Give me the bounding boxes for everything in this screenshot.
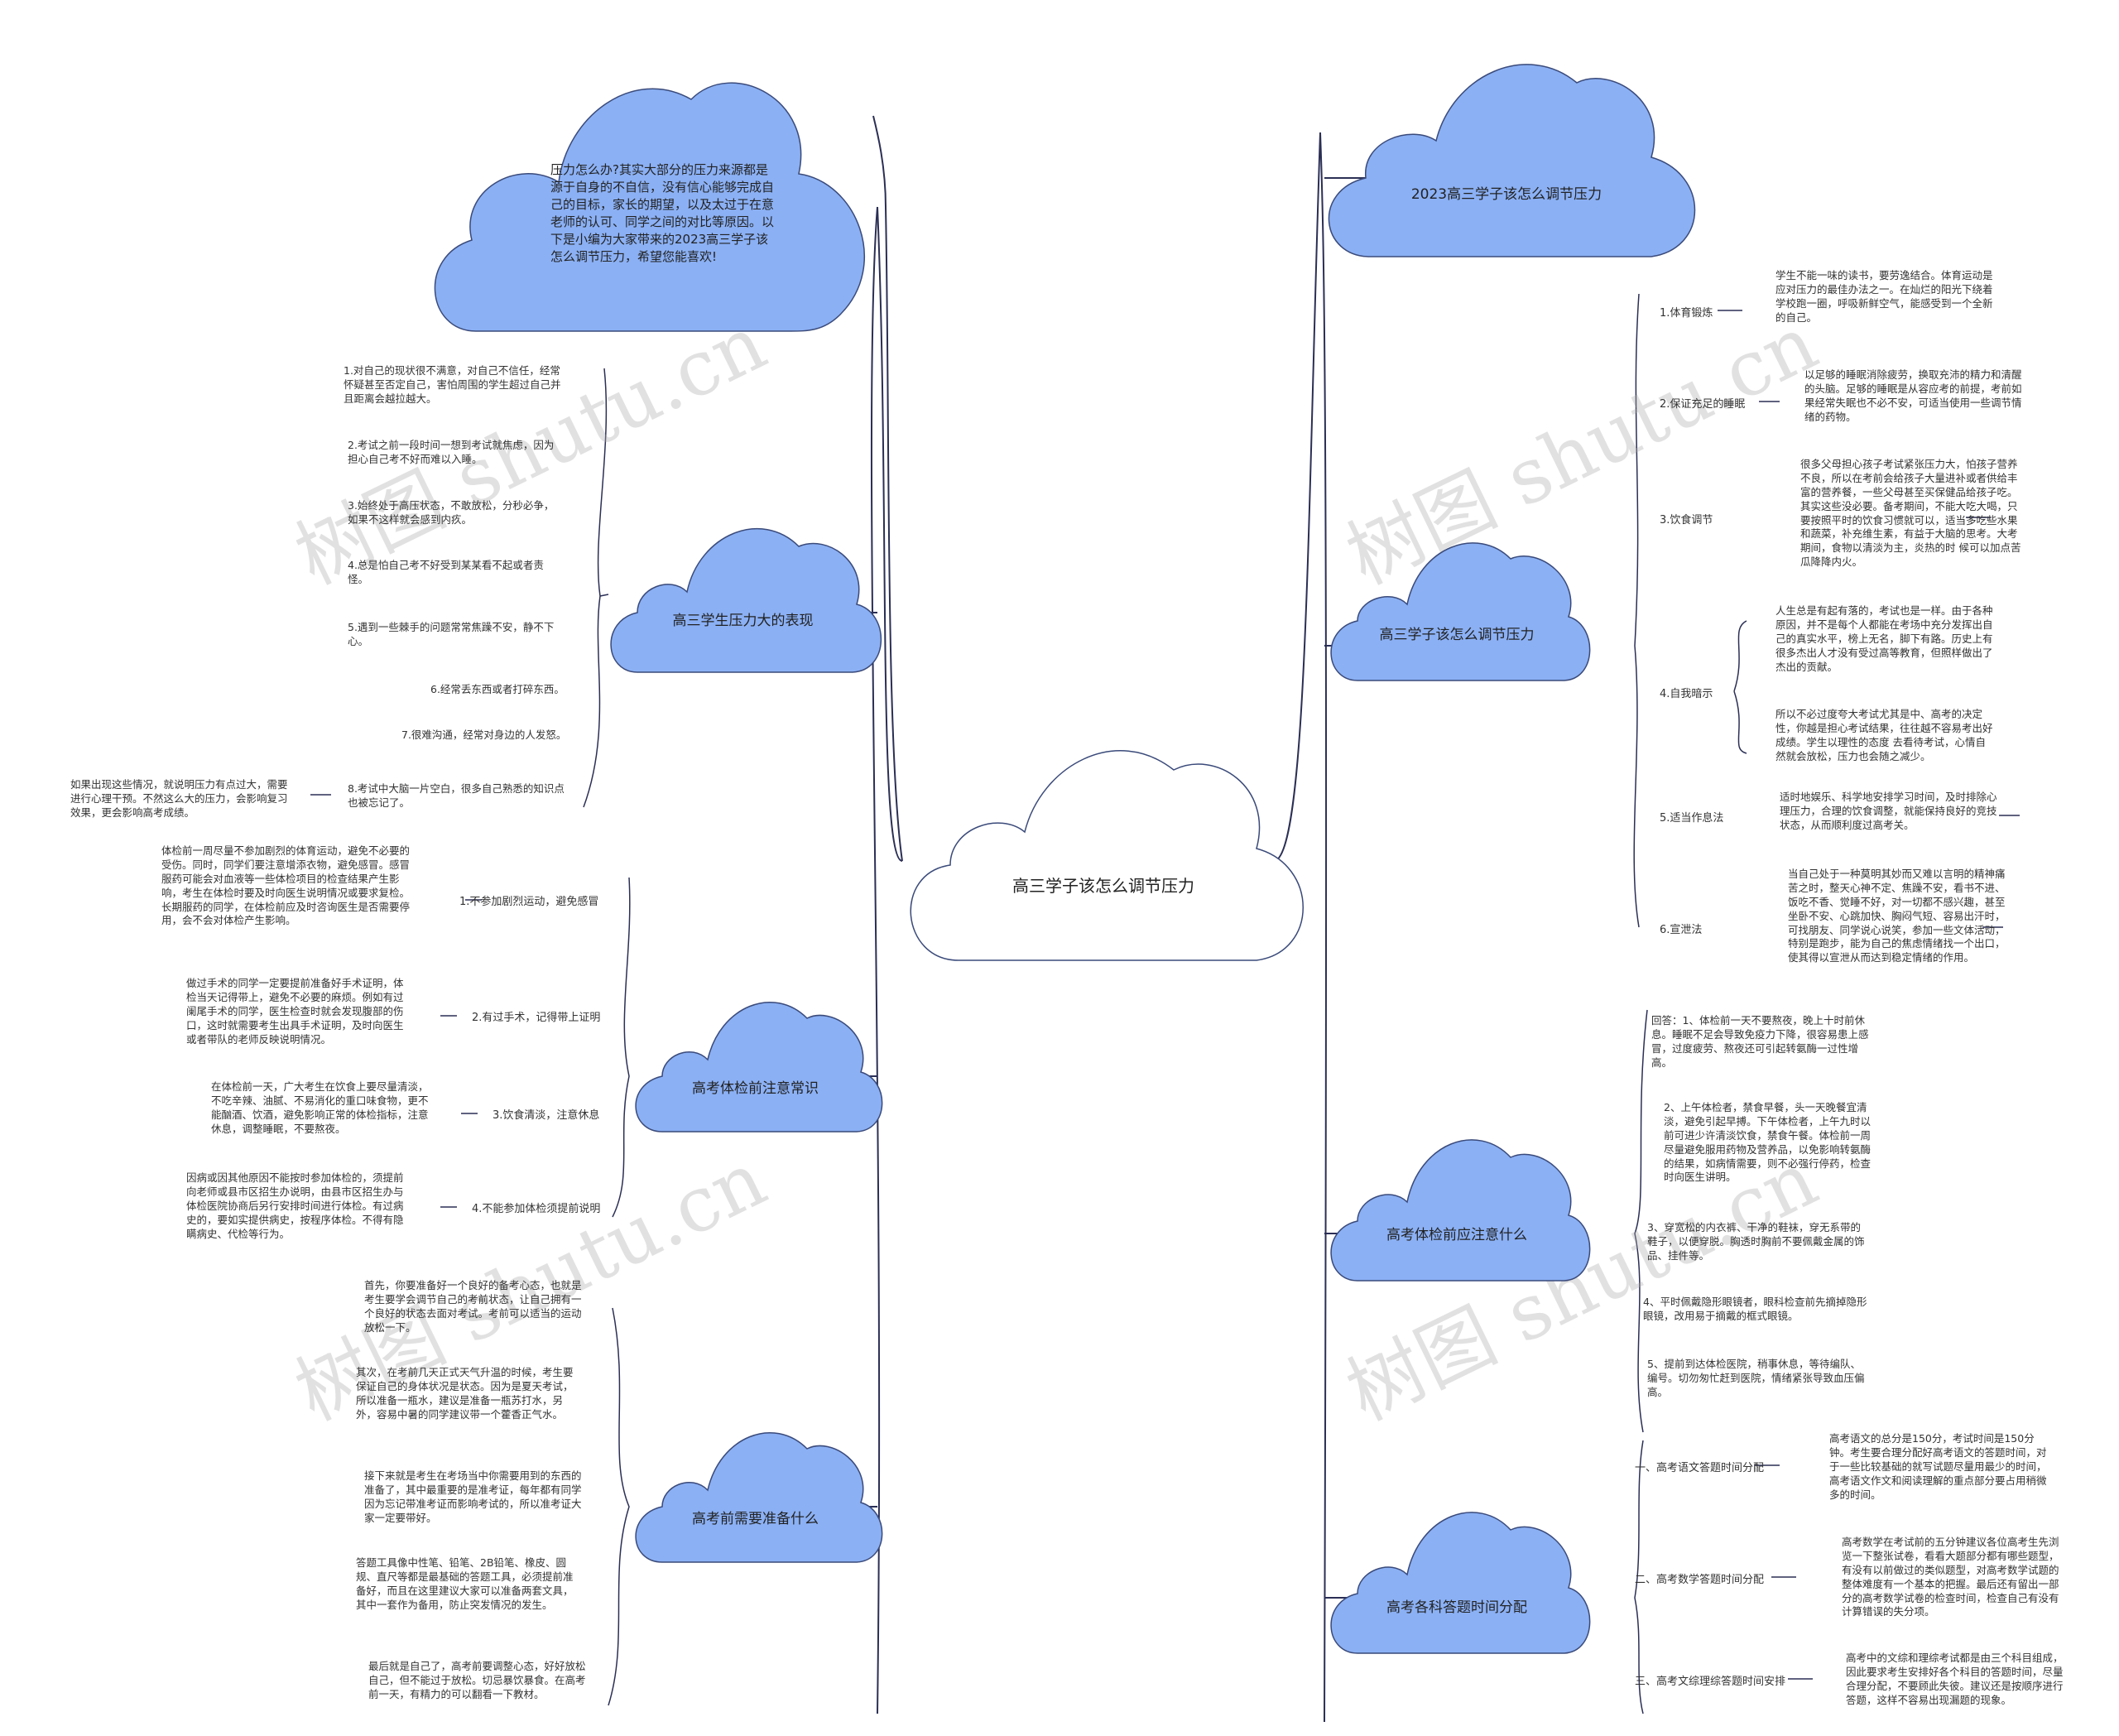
- pressure-note: 如果出现这些情况，就说明压力有点过大，需要进行心理干预。不然这么大的压力，会影响…: [70, 778, 288, 819]
- intro-text: 压力怎么办?其实大部分的压力来源都是源于自身的不自信，没有信心能够完成自己的目标…: [550, 162, 775, 264]
- physical-text-2: 做过手术的同学一定要提前准备好手术证明，体检当天记得带上，避免不必要的麻烦。例如…: [186, 977, 404, 1046]
- physical-before-cloud[interactable]: 高考体检前应注意什么: [1324, 1126, 1591, 1283]
- physical-label-3[interactable]: 3.饮食清淡，注意休息: [493, 1109, 600, 1122]
- physical-before-title: 高考体检前应注意什么: [1386, 1227, 1527, 1244]
- adjust-text-2: 以足够的睡眠消除疲劳，换取充沛的精力和清醒的头脑。足够的睡眠是从容应考的前提，考…: [1804, 368, 2022, 423]
- prepare-item-1: 首先，你要准备好一个良好的备考心态，也就是考生要学会调节自己的考前状态，让自己拥…: [364, 1279, 582, 1334]
- title-cloud: 2023高三学子该怎么调节压力: [1320, 50, 1696, 261]
- time-label-3[interactable]: 三、高考文综理综答题时间安排: [1635, 1676, 1786, 1688]
- time-text-2: 高考数学在考试前的五分钟建议各位高考生先浏览一下整张试卷，看看大题部分都有哪些题…: [1842, 1536, 2059, 1618]
- cloud-shape: [1328, 64, 1696, 257]
- adjust-text-3: 很多父母担心孩子考试紧张压力大，怕孩子营养不良，所以在考前会给孩子大量进补或者供…: [1800, 458, 2021, 569]
- adjust-label-5[interactable]: 5.适当作息法: [1660, 812, 1724, 825]
- adjust-title: 高三学子该怎么调节压力: [1379, 627, 1535, 644]
- pressure-title: 高三学生压力大的表现: [672, 612, 814, 629]
- adjust-label-1[interactable]: 1.体育锻炼: [1660, 307, 1713, 320]
- cloud-shape: [635, 1002, 883, 1132]
- pressure-item-4: 4.总是怕自己考不好受到某某看不起或者责怪。: [348, 559, 544, 585]
- adjust-label-3[interactable]: 3.饮食调节: [1660, 514, 1713, 527]
- time-title: 高考各科答题时间分配: [1386, 1599, 1527, 1617]
- prepare-cloud[interactable]: 高考前需要准备什么: [629, 1420, 883, 1565]
- pb-item-2: 2、上午体检者，禁食早餐，头一天晚餐宜清淡，避免引起早搏。下午体检者，上午九时以…: [1664, 1101, 1872, 1184]
- adjust-cloud[interactable]: 高三学子该怎么调节压力: [1324, 530, 1591, 683]
- physical-title: 高考体检前注意常识: [692, 1080, 819, 1097]
- cloud-shape: [610, 527, 882, 673]
- pressure-item-6: 6.经常丢东西或者打碎东西。: [430, 683, 565, 695]
- center-node-text: 高三学子该怎么调节压力: [1012, 875, 1194, 896]
- pb-item-4: 4、平时佩戴隐形眼镜者，眼科检查前先摘掉隐形眼镜，改用易于摘戴的框式眼镜。: [1643, 1296, 1867, 1322]
- physical-text-4: 因病或因其他原因不能按时参加体检的，须提前向老师或县市区招生办说明，由县市区招生…: [186, 1171, 404, 1240]
- time-text-3: 高考中的文综和理综考试都是由三个科目组成，因此要求考生安排好各个科目的答题时间，…: [1846, 1652, 2064, 1706]
- adjust-text-6: 当自己处于一种莫明其妙而又难以言明的精神痛苦之时，整天心神不定、焦躁不安，看书不…: [1788, 868, 2006, 964]
- cloud-shape: [1330, 1512, 1591, 1654]
- physical-label-2[interactable]: 2.有过手术，记得带上证明: [472, 1012, 601, 1024]
- cloud-shape: [1330, 542, 1591, 681]
- adjust-text-4a: 人生总是有起有落的，考试也是一样。由于各种原因，并不是每个人都能在考场中充分发挥…: [1775, 604, 1993, 673]
- prepare-item-5: 最后就是自己了，高考前要调整心态，好好放松自己，但不能过于放松。切忌暴饮暴食。在…: [368, 1660, 586, 1700]
- prepare-title: 高考前需要准备什么: [692, 1510, 819, 1527]
- prepare-item-2: 其次，在考前几天正式天气升温的时候，考生要保证自己的身体状况是状态。因为是夏天考…: [356, 1366, 574, 1421]
- cloud-shape: [434, 82, 865, 332]
- adjust-label-4[interactable]: 4.自我暗示: [1660, 688, 1713, 700]
- adjust-label-2[interactable]: 2.保证充足的睡眠: [1660, 398, 1746, 411]
- time-cloud[interactable]: 高考各科答题时间分配: [1324, 1498, 1591, 1656]
- time-label-2[interactable]: 二、高考数学答题时间分配: [1635, 1574, 1765, 1586]
- adjust-text-4b: 所以不必过度夸大考试尤其是中、高考的决定性，你越是担心考试结果，往往越不容易考出…: [1775, 708, 1993, 762]
- pressure-item-1: 1.对自己的现状很不满意，对自己不信任，经常怀疑甚至否定自己，害怕周围的学生超过…: [344, 364, 561, 405]
- intro-cloud: 压力怎么办?其实大部分的压力来源都是源于自身的不自信，没有信心能够完成自己的目标…: [426, 75, 877, 339]
- cloud-shape: [910, 750, 1304, 961]
- physical-text-3: 在体检前一天，广大考生在饮食上要尽量清淡，不吃辛辣、油腻、不易消化的重口味食物，…: [211, 1080, 429, 1135]
- time-label-1[interactable]: 一、高考语文答题时间分配: [1635, 1462, 1765, 1474]
- physical-text-1: 体检前一周尽量不参加剧烈的体育运动，避免不必要的受伤。同时，同学们要注意增添衣物…: [161, 844, 411, 927]
- pb-item-3: 3、穿宽松的内衣裤、干净的鞋袜，穿无系带的鞋子，以便穿脱。胸透时胸前不要佩戴金属…: [1647, 1221, 1865, 1262]
- pressure-item-7: 7.很难沟通，经常对身边的人发怒。: [401, 729, 567, 741]
- pressure-item-2: 2.考试之前一段时间一想到考试就焦虑，因为担心自己考不好而难以入睡。: [348, 439, 555, 465]
- physical-label-1[interactable]: 1.不参加剧烈运动，避免感冒: [459, 896, 599, 908]
- prepare-item-4: 答题工具像中性笔、铅笔、2B铅笔、橡皮、圆规、直尺等都是最基础的答题工具，必须提…: [356, 1556, 574, 1611]
- adjust-text-1: 学生不能一味的读书，要劳逸结合。体育运动是应对压力的最佳办法之一。在灿烂的阳光下…: [1775, 269, 1993, 324]
- physical-label-4[interactable]: 4.不能参加体检须提前说明: [472, 1203, 601, 1215]
- pb-item-5: 5、提前到达体检医院，稍事休息，等待编队、编号。切勿匆忙赶到医院，情绪紧张导致血…: [1647, 1358, 1865, 1398]
- physical-cloud[interactable]: 高考体检前注意常识: [629, 989, 883, 1134]
- time-text-1: 高考语文的总分是150分，考试时间是150分钟。考生要合理分配好高考语文的答题时…: [1829, 1432, 2047, 1501]
- pressure-item-8: 8.考试中大脑一片空白，很多自己熟悉的知识点也被忘记了。: [348, 782, 565, 809]
- pressure-cloud[interactable]: 高三学生压力大的表现: [604, 513, 882, 675]
- prepare-item-3: 接下来就是考生在考场当中你需要用到的东西的准备了，其中最重要的是准考证，每年都有…: [364, 1469, 582, 1524]
- pb-item-1: 回答：1、体检前一天不要熬夜，晚上十时前休息。睡眠不足会导致免疫力下降，很容易患…: [1651, 1014, 1869, 1069]
- pressure-item-5: 5.遇到一些棘手的问题常常焦躁不安，静不下心。: [348, 621, 555, 647]
- adjust-text-5: 适时地娱乐、科学地安排学习时间，及时排除心理压力，合理的饮食调整，就能保持良好的…: [1780, 791, 1997, 831]
- cloud-shape: [635, 1432, 883, 1563]
- adjust-label-6[interactable]: 6.宣泄法: [1660, 924, 1703, 936]
- title-node-text: 2023高三学子该怎么调节压力: [1410, 185, 1602, 203]
- pressure-item-3: 3.始终处于高压状态，不敢放松，分秒必争，如果不这样就会感到内疚。: [348, 499, 555, 526]
- center-cloud[interactable]: 高三学子该怎么调节压力: [901, 733, 1306, 964]
- cloud-shape: [1330, 1139, 1591, 1282]
